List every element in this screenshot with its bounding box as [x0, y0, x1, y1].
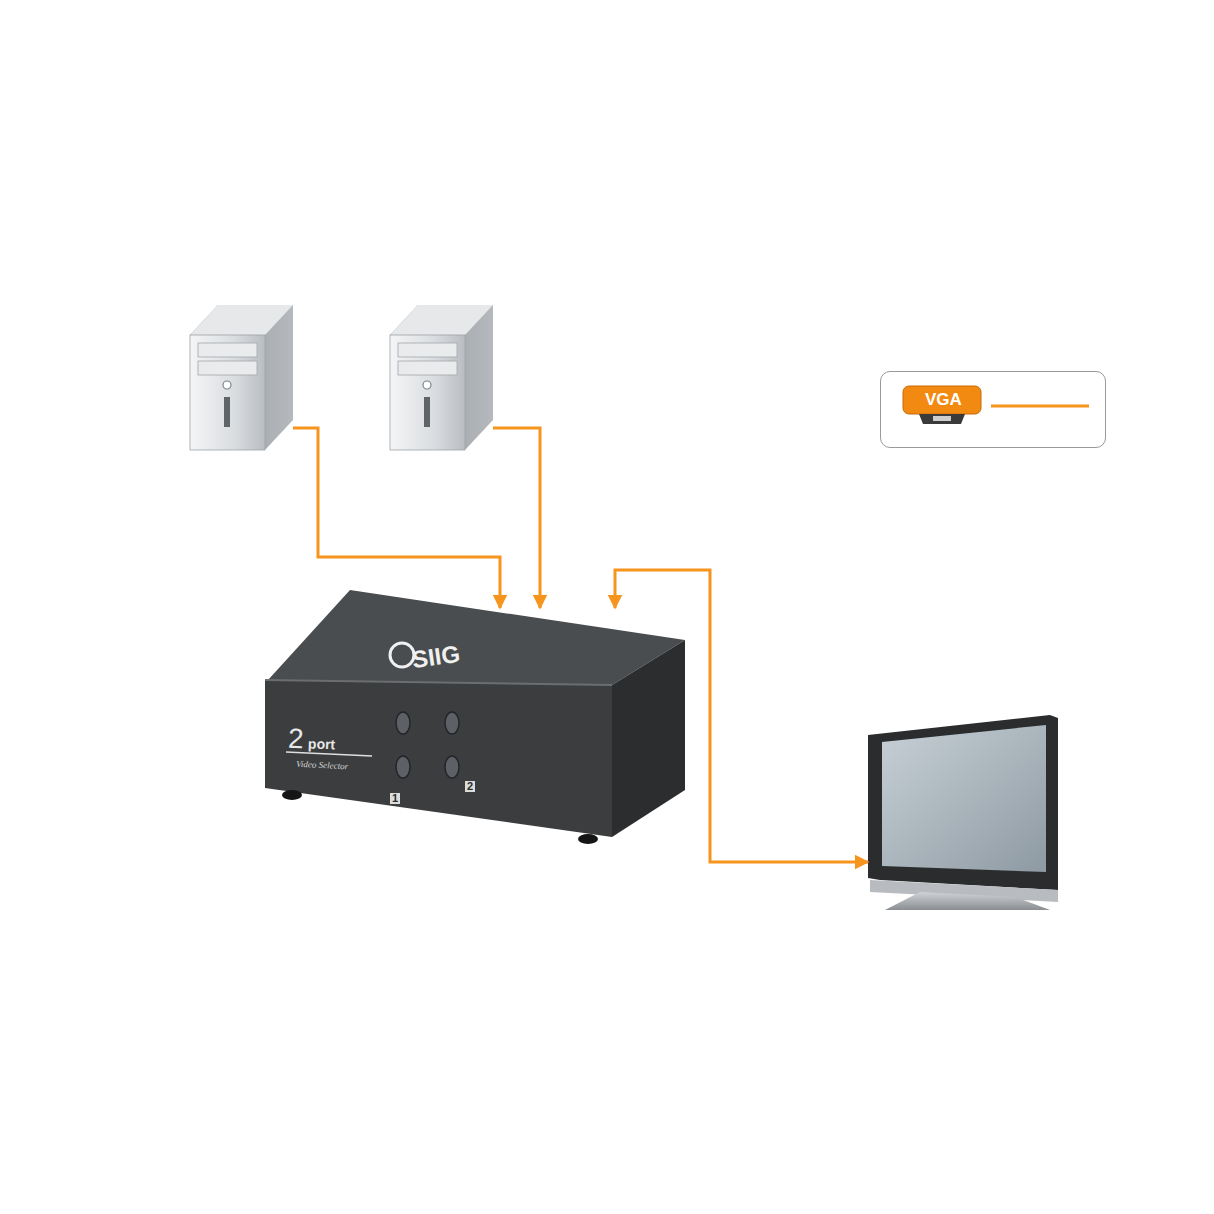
vga-cable	[493, 428, 540, 608]
box-top	[268, 590, 685, 685]
vga-cable	[293, 428, 500, 608]
selector-button	[445, 756, 459, 778]
vga-icon	[903, 386, 981, 414]
power-button	[223, 381, 231, 389]
logo-emblem	[390, 643, 414, 667]
box-edge	[265, 680, 612, 685]
legend-box: VGA	[880, 371, 1106, 448]
monitor-screen	[882, 725, 1046, 872]
selector-button	[396, 712, 410, 734]
legend-line	[991, 405, 1089, 408]
selector-button	[445, 712, 459, 734]
legend-entry: VGA	[881, 372, 1105, 447]
box-front	[265, 680, 612, 837]
button-number: 1	[390, 793, 400, 804]
drive-bay	[198, 361, 257, 375]
computer-tower	[190, 305, 293, 450]
port-count: 2	[288, 725, 305, 754]
vga-pins	[933, 416, 951, 421]
drive-bay	[398, 361, 457, 375]
tower-front	[190, 335, 265, 450]
tower-side	[190, 305, 293, 450]
power-button	[423, 381, 431, 389]
tower-side	[390, 305, 493, 450]
tower-front	[390, 335, 465, 450]
tower-top	[390, 305, 493, 335]
monitor-stand	[885, 892, 1050, 910]
monitor-bezel	[868, 715, 1058, 890]
monitor	[868, 715, 1058, 910]
rubber-foot	[282, 790, 302, 800]
drive-bay	[198, 343, 257, 357]
port-word: port	[308, 737, 336, 752]
rubber-foot	[578, 834, 598, 844]
legend-sample	[881, 372, 1105, 447]
selector-button	[396, 756, 410, 778]
tower-top	[190, 305, 293, 335]
front-slot	[224, 397, 230, 427]
box-side	[612, 640, 685, 837]
drive-bay	[398, 343, 457, 357]
button-number: 2	[465, 781, 475, 792]
legend-label: VGA	[925, 391, 962, 408]
computer-tower	[390, 305, 493, 450]
video-selector-box: SIIG2portVideo Selector12	[262, 585, 692, 847]
selector-box-shape	[262, 585, 692, 847]
vga-connector	[919, 414, 965, 424]
front-slot	[424, 397, 430, 427]
